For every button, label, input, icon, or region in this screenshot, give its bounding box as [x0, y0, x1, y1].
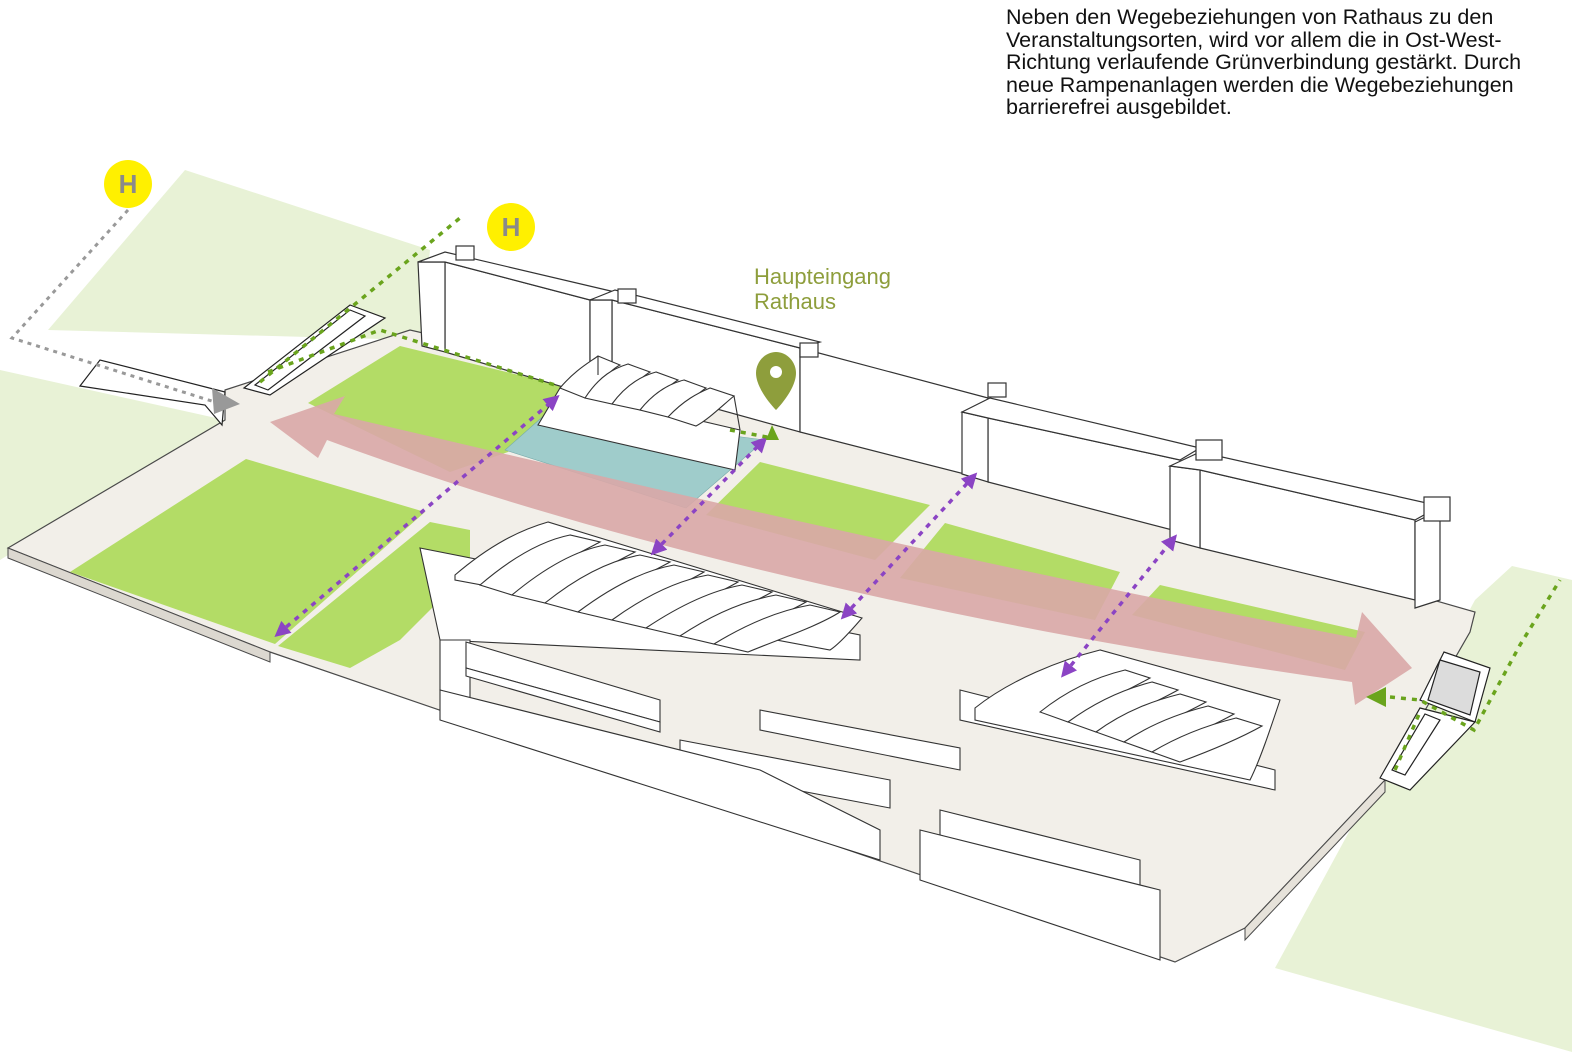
green-path-network [258, 216, 1562, 771]
west-ramp [78, 304, 387, 427]
east-ramp [1379, 651, 1491, 791]
path-purple-4 [1061, 534, 1177, 678]
bus-stop-icon: H [487, 203, 535, 251]
main-entrance-label: Haupteingang Rathaus [754, 264, 892, 314]
description-text: Neben den Wegebeziehungen von Rathaus zu… [1006, 5, 1522, 119]
pedestrian-connections [274, 394, 1177, 678]
bus-route-arrow-head [212, 388, 240, 414]
rathaus-building [417, 245, 1451, 609]
path-purple-2 [650, 436, 768, 556]
bus-route-line [9, 208, 219, 405]
green-arrow-head-entrance [766, 425, 779, 440]
green-arrow-head-east [1366, 687, 1386, 707]
large-amphitheater-east [919, 649, 1281, 961]
surrounding-greenery [0, 170, 1572, 1052]
bus-stop-icon: H [104, 160, 152, 208]
main-entrance-marker-icon [756, 352, 796, 410]
